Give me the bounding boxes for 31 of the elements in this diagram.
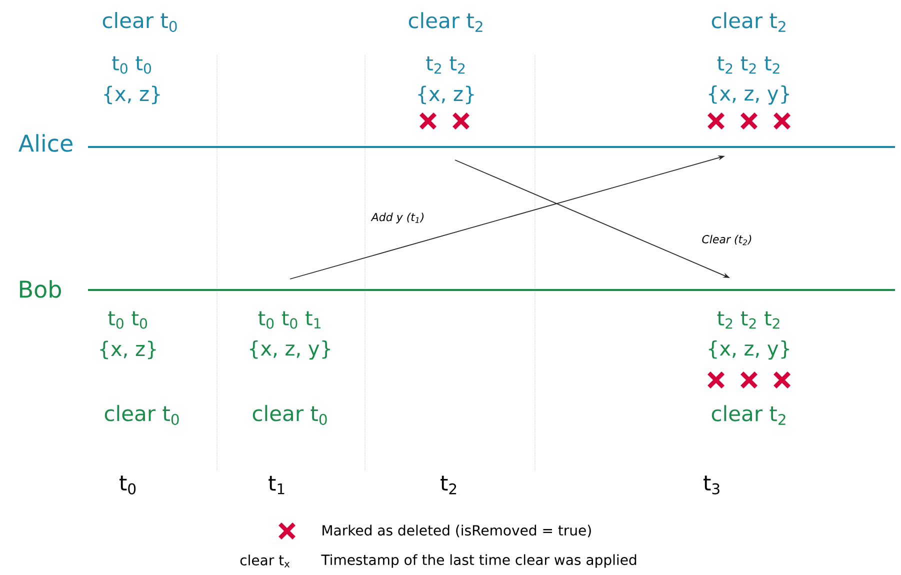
state-label: clear t$_{2}$	[712, 405, 786, 425]
state-label: {x, z}	[418, 86, 474, 104]
state-label: {x, z, y}	[250, 340, 330, 360]
state-label: clear t$_{0}$	[104, 405, 179, 425]
state-label: t$_{2}$	[440, 476, 456, 494]
state-label: {x, z, y}	[708, 340, 790, 360]
timeline-label: Bob	[20, 280, 61, 298]
state-label: t$_{0}$	[120, 476, 136, 494]
state-label: t$_{0}$ t$_{0}$	[108, 311, 147, 329]
state-label: t$_{3}$	[704, 476, 720, 494]
state-label: clear t$_{2}$	[408, 12, 482, 32]
edge-label: Clear (t$_{2}$)	[700, 234, 754, 246]
timeline	[87, 146, 896, 148]
edge-label: Add y (t$_{1}$)	[370, 212, 426, 224]
timeline-label: Alice	[18, 134, 72, 152]
state-label: t$_{0}$ t$_{0}$	[112, 56, 151, 74]
state-label: t$_{1}$	[268, 476, 284, 494]
state-label: clear t$_{2}$	[712, 12, 786, 32]
legend-text: Timestamp of the last time clear was applied	[321, 554, 636, 568]
legend-text: Marked as deleted (isRemoved = true)	[322, 524, 591, 538]
state-label: {x, z}	[100, 340, 156, 360]
state-label: t$_{2}$ t$_{2}$ t$_{2}$	[717, 311, 780, 329]
state-label: clear t$_{0}$	[102, 12, 177, 32]
timeline	[87, 289, 896, 291]
legend-key: clear t$_{x}$	[240, 554, 290, 568]
state-label: {x, z}	[104, 86, 160, 104]
state-label: t$_{2}$ t$_{2}$ t$_{2}$	[717, 56, 780, 74]
state-label: {x, z, y}	[708, 85, 790, 105]
state-label: t$_{2}$ t$_{2}$	[426, 56, 465, 74]
state-label: clear t$_{0}$	[252, 405, 327, 425]
state-label: t$_{0}$ t$_{0}$ t$_{1}$	[258, 311, 320, 329]
